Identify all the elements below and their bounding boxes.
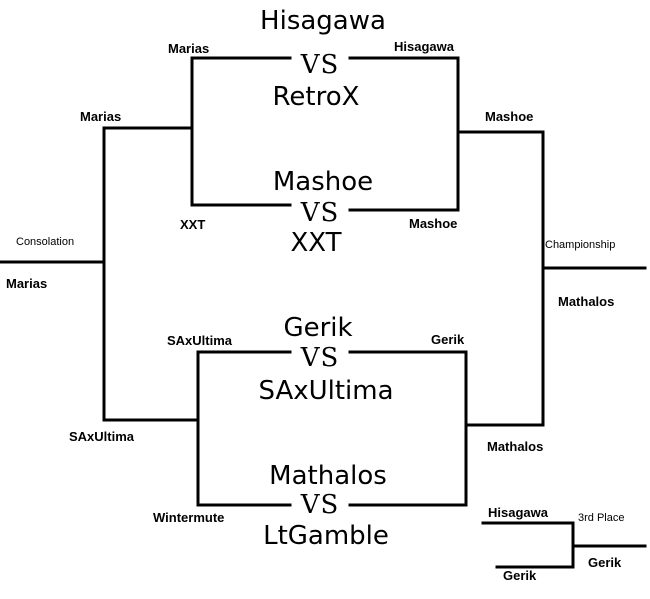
header-top-player2: RetroX (272, 82, 360, 112)
header-top-player1: Hisagawa (260, 6, 386, 36)
header-third-player2: SAxUltima (258, 376, 394, 406)
semi-left-bottom: SAxUltima (69, 429, 135, 444)
match1-bottom-player: XXT (180, 217, 206, 232)
bracket-line-hisagawa (348, 56, 460, 212)
third-place-label: 3rd Place (578, 512, 625, 524)
bracket-line-left-semi (102, 126, 200, 422)
semi-left-top: Marias (80, 109, 122, 124)
match2-top-player: Hisagawa (394, 39, 454, 54)
third-place-top-player: Hisagawa (488, 505, 548, 520)
header-third-vs: VS (300, 343, 340, 373)
bracket-line-saxultima (196, 350, 292, 507)
match3-top-player: SAxUltima (167, 333, 233, 348)
header-bottom-player1: Mathalos (269, 461, 387, 491)
header-second-player2: XXT (290, 228, 342, 258)
third-place-bottom-player: Gerik (503, 568, 537, 583)
header-bottom-player2: LtGamble (263, 521, 389, 551)
third-place-lines (481, 521, 575, 569)
match4-bottom-player: Mathalos (487, 439, 544, 454)
consolation-label: Consolation (16, 236, 75, 248)
header-top-vs: VS (300, 50, 340, 80)
header-second-player1: Mashoe (272, 167, 374, 197)
match4-top-player: Wintermute (153, 510, 225, 525)
match1-top-player: Marias (168, 41, 210, 56)
match3-bottom-player: Gerik (431, 332, 465, 347)
header-third-player1: Gerik (283, 313, 353, 343)
championship-winner: Mathalos (558, 294, 615, 309)
header-bottom-vs: VS (300, 490, 340, 520)
semi-right-top: Mashoe (485, 109, 534, 124)
championship-label: Championship (545, 239, 616, 251)
match2-bottom-player: Mashoe (409, 216, 458, 231)
consolation-winner: Marias (6, 276, 48, 291)
bracket-line-right-semi (456, 130, 545, 427)
bracket-line-gerik (348, 350, 468, 507)
third-place-winner: Gerik (588, 555, 622, 570)
header-second-vs: VS (300, 198, 340, 228)
